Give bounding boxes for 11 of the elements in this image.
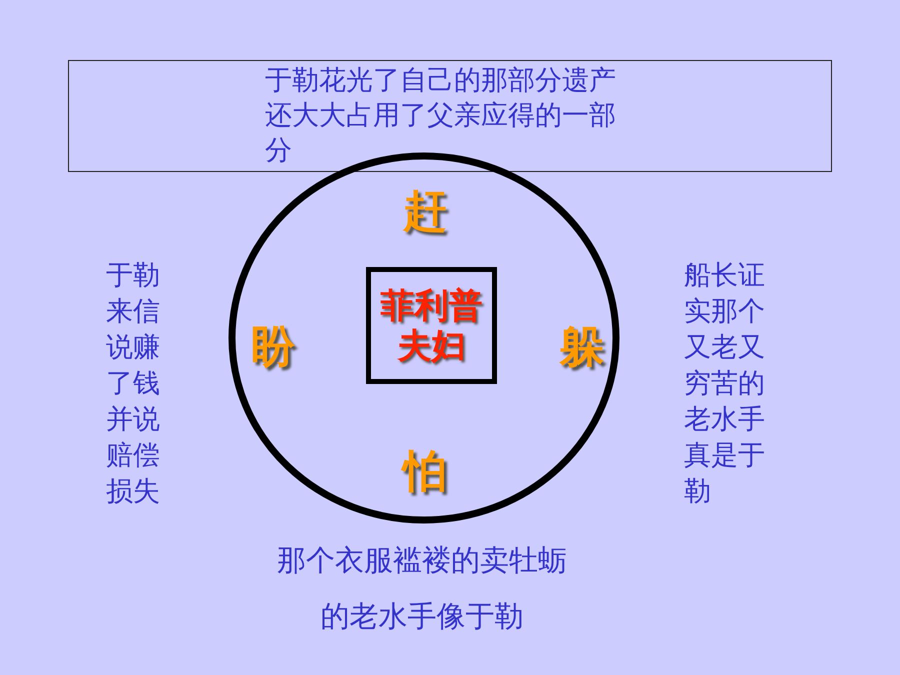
keyword: 赶 [403, 190, 447, 234]
keyword: 躲 [560, 325, 604, 369]
text-box [68, 60, 832, 172]
text-column: 于勒来信说赚了钱并说赔偿损失 [106, 258, 168, 510]
text-column: 船长证实那个又老又穷苦的老水手真是于勒 [684, 258, 776, 510]
keyword: 盼 [251, 325, 295, 369]
center-text: 菲利普夫妇 [380, 286, 484, 366]
square-box [366, 267, 497, 384]
keyword: 怕 [403, 450, 447, 494]
caption-text: 那个衣服褴褛的卖牡蛎的老水手像于勒 [276, 542, 568, 635]
box-text: 于勒花光了自己的那部分遗产还大大占用了父亲应得的一部分 [265, 64, 617, 168]
